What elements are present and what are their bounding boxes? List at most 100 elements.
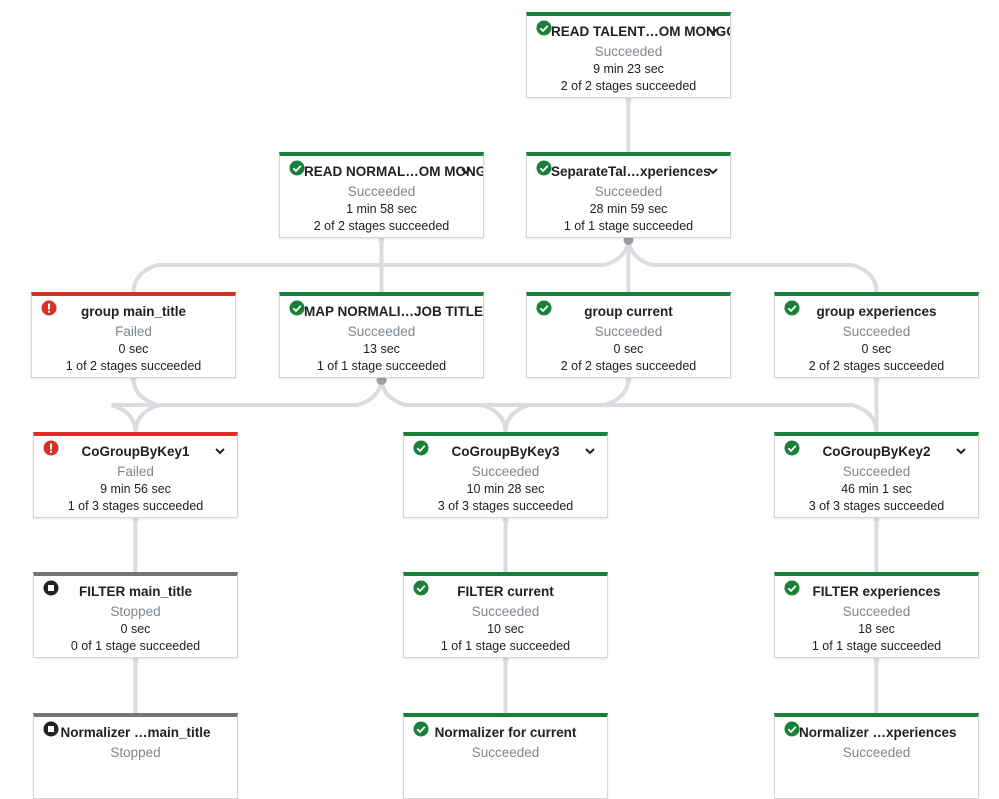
- step-status: Failed: [117, 464, 154, 479]
- step-duration: 9 min 56 sec: [100, 482, 171, 496]
- step-duration: 1 min 58 sec: [346, 202, 417, 216]
- step-stages: 1 of 3 stages succeeded: [67, 499, 204, 513]
- check-circle-icon: [536, 20, 552, 36]
- chevron-down-icon[interactable]: [459, 164, 473, 178]
- step-stages: 3 of 3 stages succeeded: [437, 499, 574, 513]
- step-stages: 2 of 2 stages succeeded: [313, 219, 450, 233]
- step-title: SeparateTal…xperiences: [551, 164, 711, 179]
- step-title: group current: [584, 304, 673, 319]
- chevron-down-icon[interactable]: [954, 444, 968, 458]
- edge-port-dot: [378, 237, 385, 243]
- check-circle-icon: [413, 721, 429, 737]
- step-stages: 1 of 2 stages succeeded: [65, 359, 202, 373]
- edge-port-dot: [873, 517, 880, 523]
- step-duration: [775, 762, 978, 779]
- step-title: FILTER experiences: [812, 584, 941, 599]
- step-duration: 0 sec: [120, 622, 151, 636]
- step-duration: 0 sec: [613, 342, 644, 356]
- check-circle-icon: [289, 300, 305, 316]
- step-status: Succeeded: [594, 324, 663, 339]
- chevron-down-icon[interactable]: [583, 444, 597, 458]
- step-title: FILTER main_title: [78, 584, 192, 599]
- step-duration: 10 sec: [487, 622, 524, 636]
- step-duration: 9 min 23 sec: [593, 62, 664, 76]
- check-circle-icon: [784, 300, 800, 316]
- step-status: Failed: [115, 324, 152, 339]
- edge-grp_current-to-cogrp3: [503, 377, 631, 433]
- chevron-down-icon[interactable]: [706, 24, 720, 38]
- edge-port-dot: [625, 97, 632, 103]
- step-duration: 28 min 59 sec: [589, 202, 668, 216]
- edge-port-dot: [502, 657, 509, 663]
- step-duration: 46 min 1 sec: [841, 482, 912, 496]
- step-title: FILTER current: [457, 584, 554, 599]
- check-circle-icon: [536, 300, 552, 316]
- edge-map_norm-to-cogrp2: [379, 377, 879, 433]
- edge-port-dot: [132, 657, 139, 663]
- step-title: CoGroupByKey1: [81, 444, 190, 459]
- step-node-read-normal[interactable]: READ NORMAL…OM MONGODBSucceeded1 min 58 …: [279, 152, 484, 238]
- step-status: Succeeded: [842, 464, 911, 479]
- error-icon: [43, 440, 59, 456]
- step-status: Succeeded: [842, 745, 911, 760]
- step-status: Succeeded: [471, 745, 540, 760]
- step-stages: 1 of 1 stage succeeded: [316, 359, 447, 373]
- step-title: group experiences: [816, 304, 937, 319]
- check-circle-icon: [413, 440, 429, 456]
- step-stages: 1 of 1 stage succeeded: [563, 219, 694, 233]
- step-status: Succeeded: [842, 604, 911, 619]
- step-node-read-talent[interactable]: READ TALENT…OM MONGODBSucceeded9 min 23 …: [526, 12, 731, 98]
- step-duration: 0 sec: [861, 342, 892, 356]
- step-status: Succeeded: [471, 604, 540, 619]
- edge-port-dot: [502, 517, 509, 523]
- step-stages: [34, 779, 237, 796]
- stopped-icon: [43, 721, 59, 737]
- check-circle-icon: [784, 721, 800, 737]
- step-title: Normalizer for current: [434, 725, 577, 740]
- step-title: READ TALENT…OM MONGODB: [551, 24, 730, 39]
- step-stages: 2 of 2 stages succeeded: [560, 359, 697, 373]
- step-stages: 2 of 2 stages succeeded: [808, 359, 945, 373]
- check-circle-icon: [536, 160, 552, 176]
- step-title: CoGroupByKey3: [451, 444, 560, 459]
- step-duration: 13 sec: [363, 342, 400, 356]
- step-status: Succeeded: [842, 324, 911, 339]
- step-duration: 18 sec: [858, 622, 895, 636]
- step-title: READ NORMAL…OM MONGODB: [304, 164, 483, 179]
- step-status: Succeeded: [471, 464, 540, 479]
- edge-port-dot: [625, 377, 632, 383]
- check-circle-icon: [289, 160, 305, 176]
- step-stages: 0 of 1 stage succeeded: [70, 639, 201, 653]
- step-status: Succeeded: [347, 324, 416, 339]
- chevron-down-icon[interactable]: [213, 444, 227, 458]
- job-graph: READ TALENT…OM MONGODB Succeeded 9 min 23 …: [31, 12, 979, 799]
- step-stages: 1 of 1 stage succeeded: [811, 639, 942, 653]
- step-title: Normalizer …main_title: [60, 725, 211, 740]
- edge-port-dot: [132, 517, 139, 523]
- edge-port-dot: [130, 377, 137, 383]
- step-status: Stopped: [110, 745, 161, 760]
- step-duration: [34, 762, 237, 779]
- step-title: group main_title: [80, 304, 186, 319]
- step-title: Normalizer …xperiences: [799, 725, 957, 740]
- chevron-down-icon[interactable]: [706, 164, 720, 178]
- step-title: CoGroupByKey2: [822, 444, 931, 459]
- step-stages: [775, 779, 978, 796]
- step-duration: 10 min 28 sec: [466, 482, 545, 496]
- check-circle-icon: [784, 440, 800, 456]
- stopped-icon: [43, 580, 59, 596]
